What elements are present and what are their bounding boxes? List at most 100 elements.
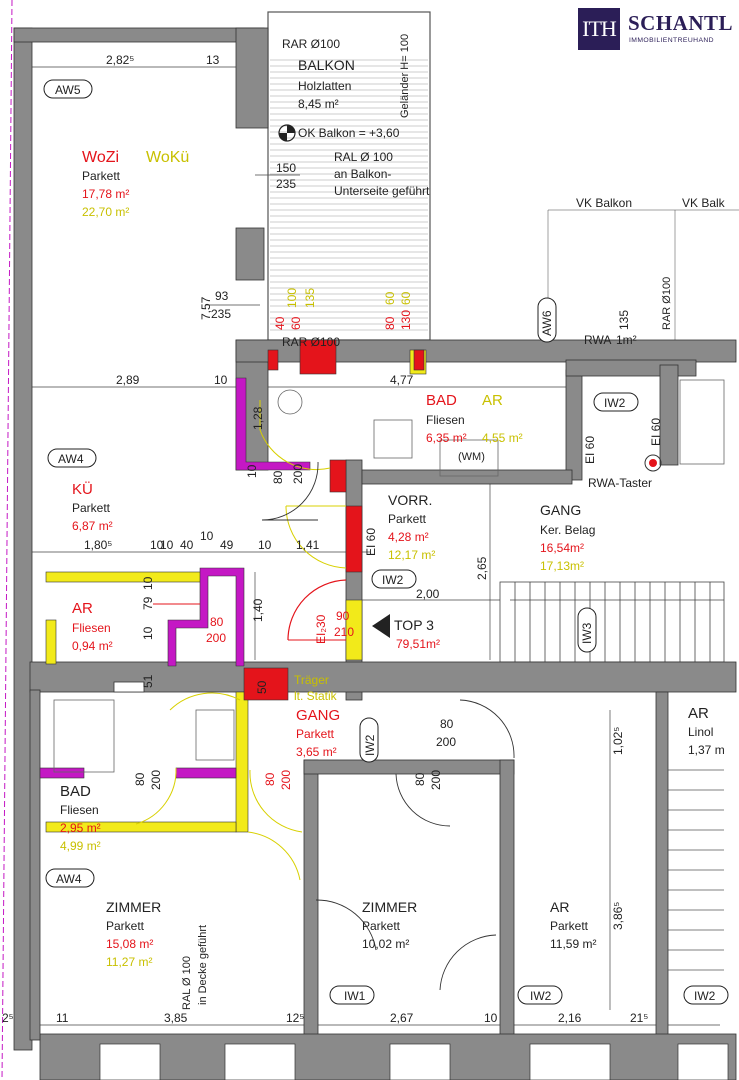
label-an-balkon: an Balkon- (334, 167, 391, 181)
dim-10d: 10 (200, 529, 214, 543)
dim-49: 49 (220, 538, 234, 552)
dim-60c: 60 (399, 291, 413, 305)
dim-80e: 80 (133, 772, 147, 786)
dim-180: 1,80⁵ (84, 538, 112, 552)
top3-area: 79,51m² (396, 637, 440, 651)
dim-200a: 200 (291, 464, 305, 484)
tag-aw6: AW6 (540, 310, 554, 336)
dim-200d: 200 (429, 770, 443, 790)
tag-aw5: AW5 (55, 83, 81, 97)
tag-iw2-d: IW2 (530, 989, 552, 1003)
label-ei60-b: EI 60 (649, 418, 663, 446)
tag-aw4-a: AW4 (58, 452, 84, 466)
zimmer2-floor: Parkett (362, 919, 401, 933)
dim-135: 135 (303, 288, 317, 308)
tag-iw2-c: IW2 (363, 734, 377, 756)
dim-210: 210 (334, 625, 354, 639)
label-ral-decke: RAL Ø 100 (181, 956, 193, 1010)
dim-141: 1,41 (296, 538, 320, 552)
dim-265: 2,65 (475, 556, 489, 580)
dim-80a: 80 (271, 470, 285, 484)
dim-10e: 10 (258, 538, 272, 552)
kue-floor: Parkett (72, 501, 111, 515)
label-balkon: BALKON (298, 57, 355, 73)
dim-93: 93 (215, 289, 229, 303)
ar-linol-area: 1,37 m (688, 743, 725, 757)
label-ok-balkon: OK Balkon = +3,60 (298, 126, 400, 140)
logo-name: SCHANTL (628, 11, 734, 35)
tag-iw1: IW1 (344, 989, 366, 1003)
dim-60: 60 (289, 316, 303, 330)
dim-385: 3,85 (164, 1011, 188, 1025)
bad-floor: Fliesen (426, 413, 465, 427)
label-ral-100: RAL Ø 100 (334, 150, 393, 164)
label-gelaender: Geländer H= 100 (399, 34, 411, 118)
bad2-area-2: 4,99 m² (60, 839, 101, 853)
ar-big-area: 11,59 m² (550, 937, 596, 951)
room-kue: KÜ (72, 480, 93, 498)
dim-10a: 10 (214, 373, 228, 387)
dim-12-5: 12⁵ (286, 1011, 304, 1025)
dim-128: 1,28 (251, 406, 265, 430)
ar-big-floor: Parkett (550, 919, 589, 933)
dim-477: 4,77 (390, 373, 414, 387)
room-gang: GANG (540, 502, 581, 518)
room-gang2: GANG (296, 707, 340, 724)
dim-216: 2,16 (558, 1011, 582, 1025)
ar-linol-floor: Linol (688, 725, 713, 739)
label-vk-balkon-1: VK Balkon (576, 196, 632, 210)
room-zimmer1: ZIMMER (106, 899, 161, 915)
dim-140: 1,40 (251, 598, 265, 622)
dim-200c: 200 (436, 735, 456, 749)
dim-386: 3,86⁵ (611, 902, 625, 930)
tag-aw4-b: AW4 (56, 872, 82, 886)
dim-150: 150 (276, 161, 296, 175)
dim-13: 13 (206, 53, 220, 67)
dim-21-5: 21⁵ (630, 1011, 648, 1025)
label-holzlatten: Holzlatten (298, 79, 351, 93)
dim-80: 80 (383, 316, 397, 330)
bad2-floor: Fliesen (60, 803, 99, 817)
dim-51: 51 (141, 674, 155, 688)
label-rwa: RWA (584, 333, 611, 347)
wozi-floor: Parkett (82, 169, 121, 183)
dim-200: 2,00 (416, 587, 440, 601)
dim-11: 11 (56, 1011, 69, 1025)
gang-floor: Ker. Belag (540, 523, 595, 537)
vorr-area-1: 4,28 m² (388, 530, 429, 544)
dim-10g: 10 (141, 576, 155, 590)
dim-130: 130 (399, 310, 413, 330)
dim-135b: 135 (617, 310, 631, 330)
room-vorr: VORR. (388, 492, 432, 508)
label-statik: lt. Statik (294, 689, 338, 703)
vorr-floor: Parkett (388, 512, 427, 526)
dim-79: 79 (141, 596, 155, 610)
logo-subtitle: IMMOBILIENTREUHAND (629, 37, 714, 44)
dim-235a: 235 (276, 177, 296, 191)
dim-100: 100 (285, 288, 299, 308)
dim-40: 40 (273, 316, 287, 330)
dim-90: 90 (336, 609, 350, 623)
tag-iw2-a: IW2 (604, 396, 626, 410)
dim-50: 50 (255, 680, 269, 694)
bad-area-2: 4,55 m² (482, 431, 523, 445)
kue-area: 6,87 m² (72, 519, 113, 533)
label-top3: TOP 3 (394, 617, 434, 633)
dim-200f: 200 (279, 770, 293, 790)
company-logo: ITH SCHANTL IMMOBILIENTREUHAND (578, 8, 736, 52)
room-ar-linol: AR (688, 705, 709, 722)
dim-80b: 80 (210, 615, 224, 629)
dim-200b: 200 (206, 631, 226, 645)
entrance-marker (372, 614, 390, 638)
tag-iw2-e: IW2 (694, 989, 716, 1003)
dim-80f: 80 (263, 772, 277, 786)
zimmer1-area-1: 15,08 m² (106, 937, 153, 951)
dim-10b: 10 (245, 464, 259, 478)
gang-area-1: 16,54m² (540, 541, 584, 555)
wozi-area-2: 22,70 m² (82, 205, 129, 219)
label-balkon-area: 8,45 m² (298, 97, 339, 111)
label-rar-right: RAR Ø100 (661, 277, 673, 330)
label-rwa-taster: RWA-Taster (588, 476, 652, 490)
dim-10f: 10 (160, 538, 174, 552)
bad2-area-1: 2,95 m² (60, 821, 101, 835)
